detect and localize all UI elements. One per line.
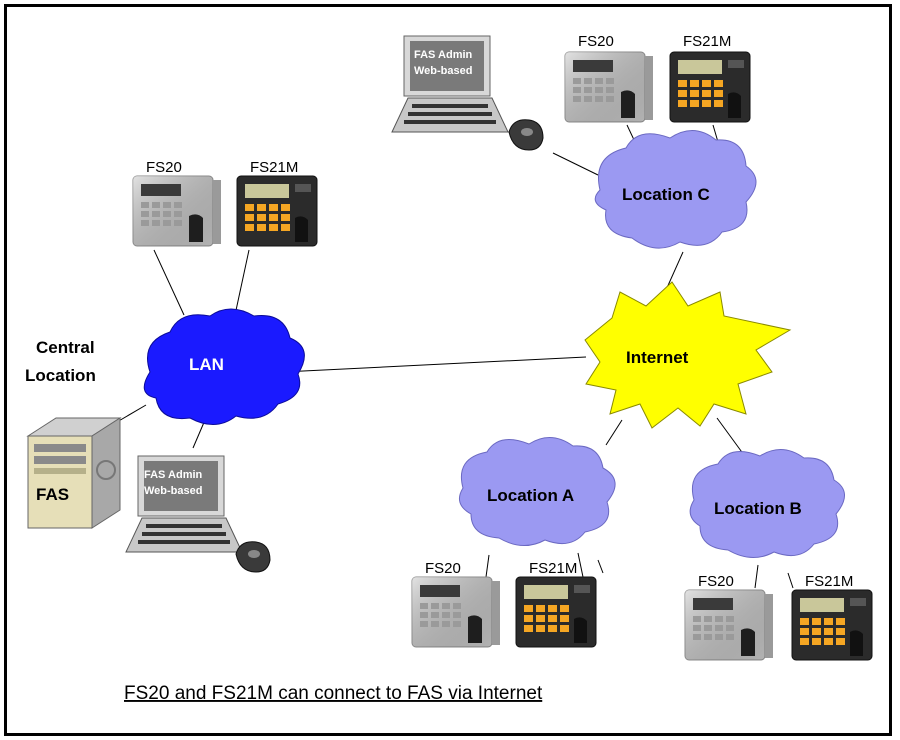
location-c-fs20-device [564,51,654,123]
fas-server [26,417,122,529]
lan-label: LAN [189,355,224,374]
diagram-frame [4,4,892,736]
location-c-fs20-label: FS20 [578,33,614,50]
internet-label: Internet [626,348,689,367]
location-b-label: Location B [714,499,802,518]
location-b-fs21m-device [791,589,873,661]
location-c-fs21m-label: FS21M [683,33,731,50]
internet-burst [584,281,792,429]
location-a-label: Location A [487,486,574,505]
lan-cloud [143,308,305,425]
location-a-fs20-label: FS20 [425,560,461,577]
location-a-fs20-device [411,576,501,648]
central-location-title-line1: Central [36,338,95,357]
location-c-cloud [594,130,757,249]
location-a-fs21m-device [515,576,597,648]
central-admin-line1: FAS Admin [144,469,203,481]
central-fs20-device [132,175,222,247]
central-fs21m-label: FS21M [250,159,298,176]
location-b-fs20-device [684,589,774,661]
central-fs21m-device [236,175,318,247]
location-a-cloud [458,437,616,546]
central-fs20-label: FS20 [146,159,182,176]
location-c-fs21m-device [669,51,751,123]
location-b-fs20-label: FS20 [698,573,734,590]
location-b-cloud [689,449,845,558]
location-c-label: Location C [622,185,710,204]
diagram-caption: FS20 and FS21M can connect to FAS via In… [124,683,543,704]
location-c-fingerprint-scanner [508,119,544,151]
central-fingerprint-scanner [235,541,271,573]
central-admin-line2: Web-based [144,485,202,497]
fas-server-label: FAS [36,485,69,504]
location-a-fs21m-label: FS21M [529,560,577,577]
connection-lines [116,124,794,589]
central-location-title-line2: Location [25,366,96,385]
location-b-fs21m-label: FS21M [805,573,853,590]
location-c-admin-line1: FAS Admin [414,49,473,61]
location-c-admin-line2: Web-based [414,65,472,77]
